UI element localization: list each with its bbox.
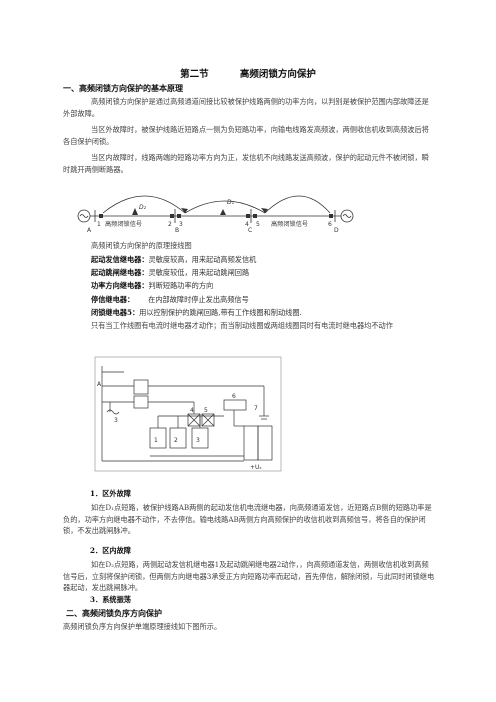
circuit-num-5: 5 <box>204 407 208 414</box>
section-title: 第二节 高频闭锁方向保护 <box>0 66 496 80</box>
fault-d2: D₂ <box>139 204 147 211</box>
circuit-num-1: 1 <box>154 437 158 444</box>
paragraph-3: 当区内故障时，线路两端的短路功率方向为正，发信机不向线路发送高频波，保护的起动元… <box>63 153 429 174</box>
def-row-1: 起动发信继电器：灵敏度较高，用来起动高频发信机 <box>91 254 256 265</box>
signal-label-right: 高频闭锁信号 <box>271 220 308 228</box>
circuit-label-a: A <box>97 381 102 388</box>
node-1: 1 <box>97 221 101 228</box>
heading-negative-sequence: 二、高频闭锁负序方向保护 <box>66 609 162 618</box>
circuit-num-4: 4 <box>190 407 194 414</box>
figure-caption: 高频闭锁方向保护的原理接线图 <box>91 241 192 250</box>
circuit-num-7: 7 <box>254 405 258 412</box>
bus-c: C <box>248 227 252 233</box>
subsection-2-title: 2．区内故障 <box>90 546 131 555</box>
paragraph-2: 当区外故障时，被保护线路近短路点一侧为负短路功率，向输电线路发高频波，两侧收信机… <box>63 125 429 146</box>
def-term-5: 闭锁继电器5： <box>91 308 140 317</box>
section-number: 第二节 <box>180 69 209 80</box>
def-row-3: 功率方向继电器：判断短路功率的方向 <box>91 280 213 291</box>
paragraph-1: 高频闭锁方向保护是通过高频通道间接比较被保护线路两侧的功率方向，以判别是被保护范… <box>63 97 429 118</box>
subsection-1-title: 1．区外故障 <box>90 489 131 498</box>
def-desc-1: 灵敏度较高，用来起动高频发信机 <box>148 255 257 264</box>
def-desc-5: 用以控制保护的跳闸回路,带有工作线圈和制动线圈. <box>139 308 302 317</box>
node-2: 2 <box>168 221 172 228</box>
paragraph-5: 高频闭锁负序方向保护单端原理接线如下图所示。 <box>63 622 222 631</box>
def-term-4: 停信继电器： <box>91 295 135 304</box>
def-row-2: 起动跳闸继电器：灵敏度较低，用来起动跳闸回路 <box>91 267 249 278</box>
circuit-supply: +Uₛ <box>250 464 262 471</box>
def-term-2: 起动跳闸继电器： <box>91 268 149 277</box>
subsection-1-text: 如在D₁点短路，被保护线路AB两侧的起动发信机电流继电器，向高频通道发信，近短路… <box>63 503 432 536</box>
circuit-label-pt: 3 <box>114 417 118 424</box>
def-row-4: 停信继电器： 在内部故障时停止发出高频信号 <box>91 294 249 305</box>
def-row-5: 闭锁继电器5：用以控制保护的跳闸回路,带有工作线圈和制动线圈. <box>91 307 302 318</box>
node-6: 6 <box>328 221 332 228</box>
bus-a: A <box>87 227 92 233</box>
fault-d1: D₁ <box>227 199 235 206</box>
bus-b: B <box>175 227 179 233</box>
circuit-num-3: 3 <box>196 437 200 444</box>
circuit-num-6: 6 <box>232 393 236 400</box>
section-heading: 高频闭锁方向保护 <box>239 69 316 80</box>
line-diagram: 1 2 3 4 5 6 A B C D 高频闭锁信号 高频闭锁信号 D₂ D₁ <box>77 195 354 233</box>
def-desc-4: 在内部故障时停止发出高频信号 <box>148 295 249 304</box>
paragraph-4: 只有当工作线圈有电流时继电器才动作；而当制动线圈或两组线圈同时有电流时继电器均不… <box>91 321 393 330</box>
subsection-3-title: 3．系统振荡 <box>90 595 131 604</box>
def-desc-3: 判断短路功率的方向 <box>148 281 214 290</box>
node-4: 4 <box>245 221 249 228</box>
circuit-num-2: 2 <box>174 437 178 444</box>
def-term-3: 功率方向继电器： <box>91 281 149 290</box>
node-3: 3 <box>179 221 183 228</box>
node-5: 5 <box>256 221 260 228</box>
heading-basic-principle: 一、高频闭锁方向保护的基本原理 <box>63 84 183 93</box>
circuit-schematic: A 3 1 2 3 4 5 6 7 +Uₛ <box>94 356 282 472</box>
subsection-2-text: 如在D₂点短路，两侧起动发信机继电器1及起动跳闸继电器2动作，，向高频通道发信，… <box>63 560 435 593</box>
bus-d: D <box>334 227 339 233</box>
signal-label-left: 高频闭锁信号 <box>105 220 142 228</box>
def-term-1: 起动发信继电器： <box>91 255 149 264</box>
def-desc-2: 灵敏度较低，用来起动跳闸回路 <box>148 268 250 277</box>
